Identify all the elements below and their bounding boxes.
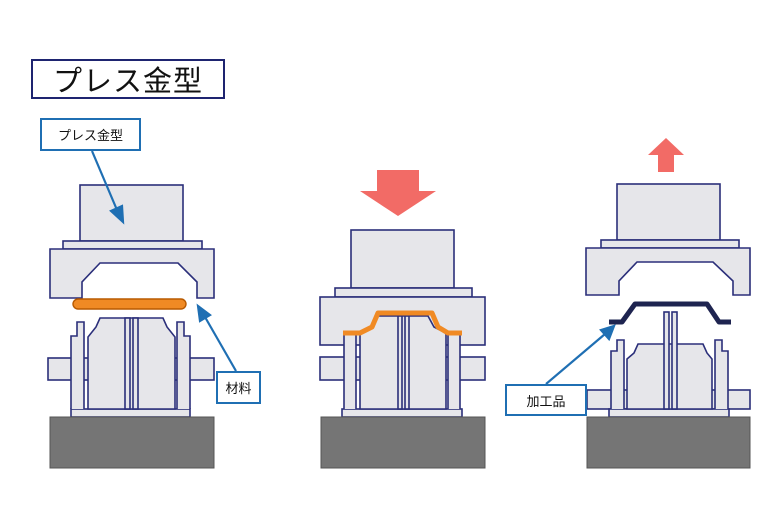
stage-open (47, 184, 215, 469)
lower-die-base-plate (341, 408, 463, 418)
upper-die-block (616, 183, 721, 241)
upper-die-plate (600, 239, 740, 249)
lower-die-core (87, 317, 176, 410)
die-label: プレス金型 (40, 118, 141, 151)
upper-die-block (79, 184, 184, 242)
page-title: プレス金型 (31, 59, 225, 99)
upper-die-plate (334, 287, 473, 298)
lower-die-guide-right (176, 321, 191, 409)
lower-die-base-plate (608, 408, 730, 418)
ejector-pin-left (124, 317, 131, 410)
lower-die-guide-left (343, 332, 357, 409)
stage-released (585, 138, 751, 469)
press-bed (49, 416, 215, 469)
material-formed (343, 310, 462, 336)
upper-die-punch (585, 247, 751, 296)
product-label: 加工品 (505, 384, 587, 416)
material-label: 材料 (216, 371, 261, 404)
press-bed (586, 416, 751, 469)
die-pointer-head (109, 204, 125, 225)
ejector-pin-right (404, 315, 410, 410)
upper-die-plate (62, 240, 203, 250)
product-pointer-head (599, 324, 616, 342)
arrow-up-icon (648, 138, 684, 172)
press-bed (320, 416, 486, 469)
die-pointer-line (90, 150, 119, 211)
product-formed (609, 301, 731, 325)
ejector-pin-left (663, 311, 670, 410)
product-pointer-line (545, 333, 606, 385)
ejector-pin-right (671, 311, 678, 410)
ejector-pin-left (397, 315, 403, 410)
upper-die-punch (49, 248, 215, 299)
ejector-pin-right (132, 317, 139, 410)
lower-die-guide-right (714, 339, 729, 409)
lower-die-core (359, 315, 447, 410)
material-pointer-line (204, 316, 237, 372)
lower-die-guide-left (610, 339, 625, 409)
arrow-down-icon (360, 170, 436, 216)
upper-die-block (350, 229, 455, 289)
lower-die-guide-left (70, 321, 85, 409)
material-flat (72, 298, 187, 310)
lower-die-guide-right (447, 332, 461, 409)
lower-die-base-plate (70, 408, 191, 418)
stage-pressing (319, 170, 486, 469)
material-pointer-head (196, 303, 212, 323)
